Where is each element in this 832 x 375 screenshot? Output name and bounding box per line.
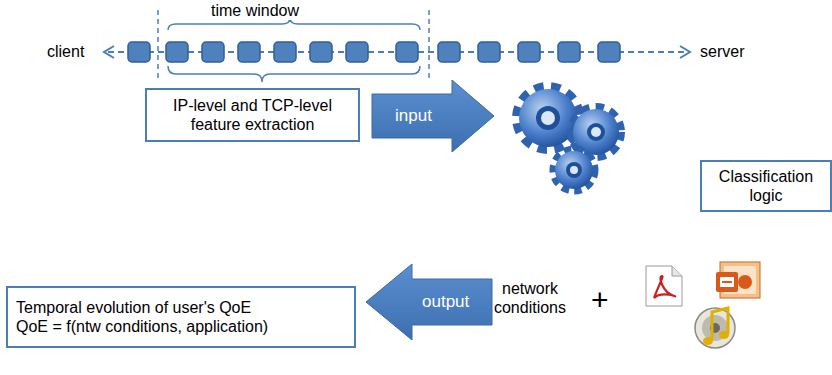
box-text: IP-level and TCP-level feature extractio… [155, 96, 350, 134]
process-box: IP-level and TCP-level feature extractio… [145, 88, 360, 142]
box-text: Temporal evolution of user's QoE [16, 298, 251, 317]
audio-icon [695, 308, 735, 348]
window-bracket [168, 66, 420, 82]
ppt-icon [716, 262, 760, 298]
packet-stream [104, 10, 690, 80]
endpoint-label: server [700, 42, 744, 61]
plus-sign: + [591, 282, 609, 318]
process-box: Classification logic [700, 160, 832, 212]
process-box: Temporal evolution of user's QoEQoE = f(… [6, 286, 356, 348]
gears-icon [518, 88, 620, 190]
input-arrow [372, 80, 494, 152]
output-arrow [366, 264, 492, 340]
window-label: time window [207, 1, 303, 20]
box-text: QoE = f(ntw conditions, application) [16, 317, 268, 336]
arrow-label: output [422, 292, 469, 312]
arrow-label: input [395, 106, 432, 126]
text-label: network conditions [490, 279, 570, 317]
endpoint-label: client [47, 42, 84, 61]
pdf-icon [646, 266, 682, 306]
box-text: Classification logic [710, 167, 822, 205]
